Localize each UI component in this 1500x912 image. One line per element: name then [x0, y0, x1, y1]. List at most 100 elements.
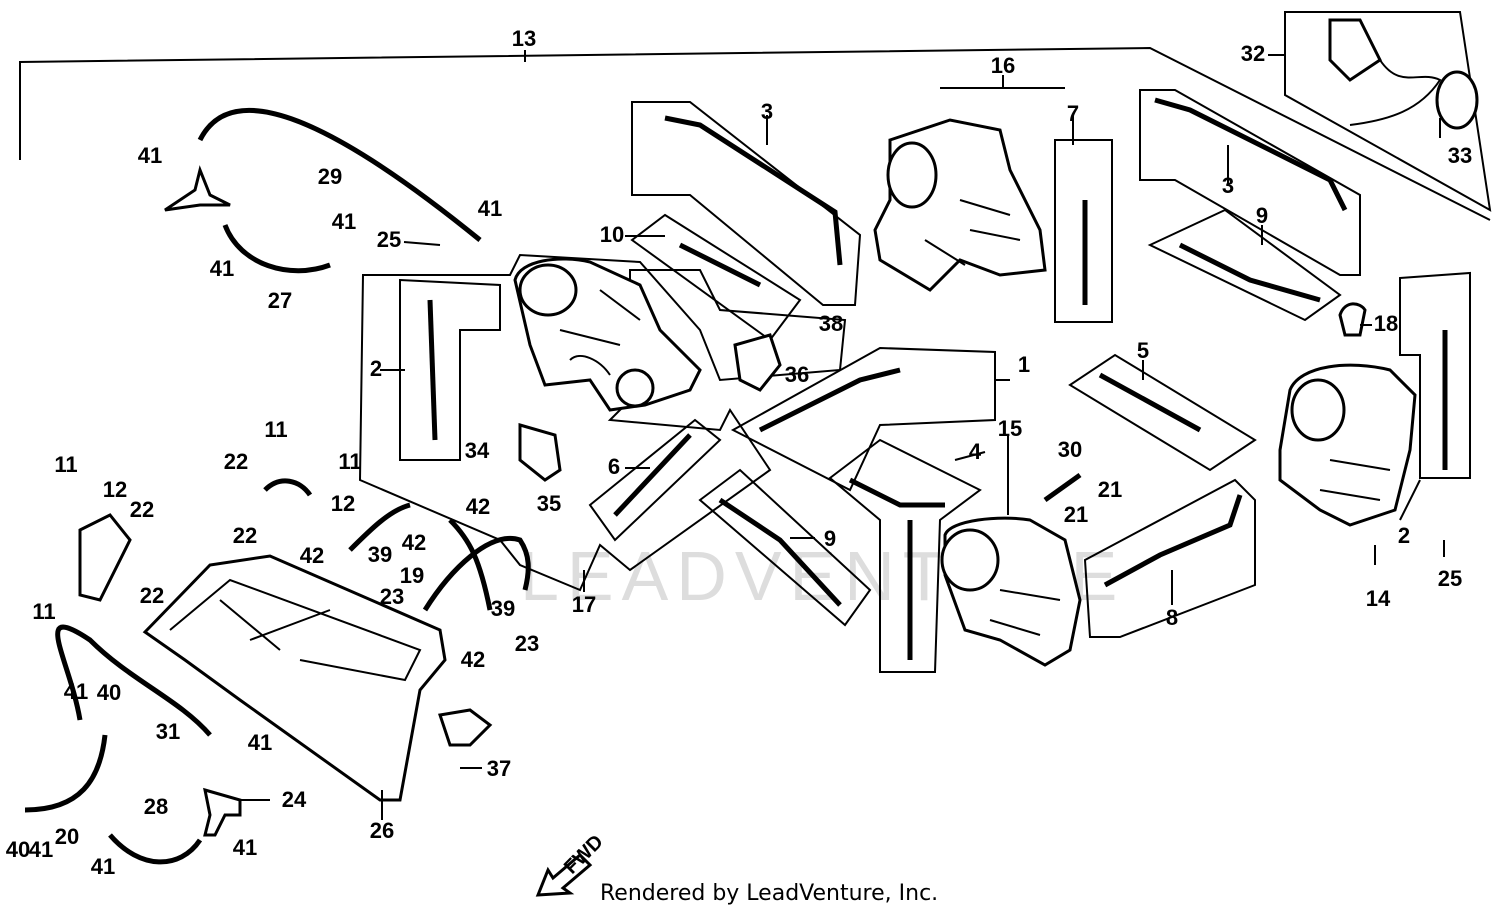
callout-41: 41 [233, 835, 257, 860]
hose-29 [197, 108, 482, 242]
rod-4 [848, 477, 945, 508]
callout-2: 2 [1398, 523, 1410, 548]
callout-7: 7 [1067, 101, 1079, 126]
callout-39: 39 [491, 596, 515, 621]
callout-41: 41 [138, 143, 162, 168]
rod-2-left [427, 299, 438, 441]
callout-14: 14 [1366, 586, 1391, 611]
callout-6: 6 [608, 454, 620, 479]
callout-42: 42 [461, 647, 485, 672]
hose-28 [108, 833, 203, 865]
callout-5: 5 [1137, 338, 1149, 363]
carburetor-body-right [1278, 363, 1417, 527]
joint-t-24 [203, 787, 242, 837]
callout-21: 21 [1064, 502, 1088, 527]
hose-20 [24, 734, 108, 813]
clip-35 [518, 423, 562, 482]
callout-23: 23 [380, 584, 404, 609]
air-intake-chamber-26 [142, 554, 447, 802]
callout-37: 37 [487, 756, 511, 781]
carburetor-body-top-center [873, 118, 1047, 292]
callout-41: 41 [332, 209, 356, 234]
callout-25: 25 [377, 227, 401, 252]
rod-8 [1103, 494, 1243, 588]
leader-lines [240, 54, 1445, 820]
hose-22 [263, 478, 313, 497]
callout-19: 19 [400, 563, 424, 588]
callout-24: 24 [282, 787, 307, 812]
callout-41: 41 [210, 256, 234, 281]
callout-12: 12 [331, 491, 355, 516]
callout-12: 12 [103, 477, 127, 502]
callout-13: 13 [512, 26, 536, 51]
callout-11: 11 [264, 417, 287, 442]
callout-8: 8 [1166, 605, 1178, 630]
callout-2: 2 [370, 356, 382, 381]
callout-42: 42 [466, 494, 490, 519]
callout-22: 22 [224, 449, 248, 474]
callout-30: 30 [1058, 437, 1082, 462]
bracket-12 [78, 513, 132, 602]
callout-28: 28 [144, 794, 168, 819]
hoses [24, 108, 531, 865]
callout-41: 41 [478, 196, 502, 221]
rod-9-upper [1178, 242, 1321, 303]
callout-11: 11 [32, 599, 55, 624]
rod-3-left [664, 115, 843, 266]
callout-21: 21 [1098, 477, 1122, 502]
callout-42: 42 [402, 530, 426, 555]
clip-18 [1338, 302, 1367, 337]
callout-41: 41 [29, 837, 53, 862]
callout-9: 9 [1256, 203, 1268, 228]
callout-11: 11 [338, 449, 361, 474]
callout-35: 35 [537, 491, 561, 516]
callout-41: 41 [91, 854, 115, 879]
callout-11: 11 [54, 452, 77, 477]
callout-17: 17 [572, 592, 596, 617]
callout-40: 40 [6, 837, 30, 862]
joint-y [164, 165, 231, 212]
callout-16: 16 [991, 53, 1015, 78]
rod-9-lower [718, 497, 842, 607]
assembly-bracket-13 [19, 46, 1491, 221]
callout-3: 3 [1222, 173, 1234, 198]
callout-27: 27 [268, 288, 292, 313]
callout-20: 20 [55, 824, 79, 849]
callout-22: 22 [130, 497, 154, 522]
carburetor-body-bottom-center [940, 516, 1082, 667]
callout-23: 23 [515, 631, 539, 656]
clamp-33 [1435, 70, 1479, 130]
hose-19 [422, 536, 531, 612]
linkage-rods [427, 97, 1448, 660]
arrow-down-left-icon [535, 852, 593, 897]
callout-26: 26 [370, 818, 394, 843]
callout-38: 38 [819, 311, 843, 336]
rod-6 [613, 433, 692, 517]
rod-1 [758, 367, 901, 433]
callout-29: 29 [318, 164, 342, 189]
bracket-37 [438, 708, 493, 747]
carburetor-body-top-left [513, 257, 702, 412]
rod-10 [678, 242, 762, 288]
callout-labels: 1 2 2 3 3 4 5 6 7 8 9 9 10 11 11 11 11 1… [6, 26, 1472, 879]
harness-32 [1349, 59, 1442, 126]
callout-22: 22 [140, 583, 164, 608]
rendered-by-footer: Rendered by LeadVenture, Inc. [600, 881, 938, 906]
callout-22: 22 [233, 523, 257, 548]
forward-direction-indicator: FWD [535, 831, 608, 897]
callout-10: 10 [600, 222, 624, 247]
callout-3: 3 [761, 99, 773, 124]
callout-9: 9 [824, 526, 836, 551]
callout-36: 36 [785, 362, 809, 387]
callout-41: 41 [248, 730, 272, 755]
rod-3-right [1154, 97, 1348, 212]
callout-4: 4 [969, 439, 982, 464]
rod-5 [1098, 372, 1202, 433]
hose-27 [222, 224, 331, 274]
hose-31 [55, 624, 212, 737]
callout-40: 40 [97, 680, 121, 705]
callout-32: 32 [1241, 41, 1265, 66]
hose-39-upper [348, 502, 411, 552]
callout-1: 1 [1018, 352, 1030, 377]
callout-25: 25 [1438, 566, 1462, 591]
